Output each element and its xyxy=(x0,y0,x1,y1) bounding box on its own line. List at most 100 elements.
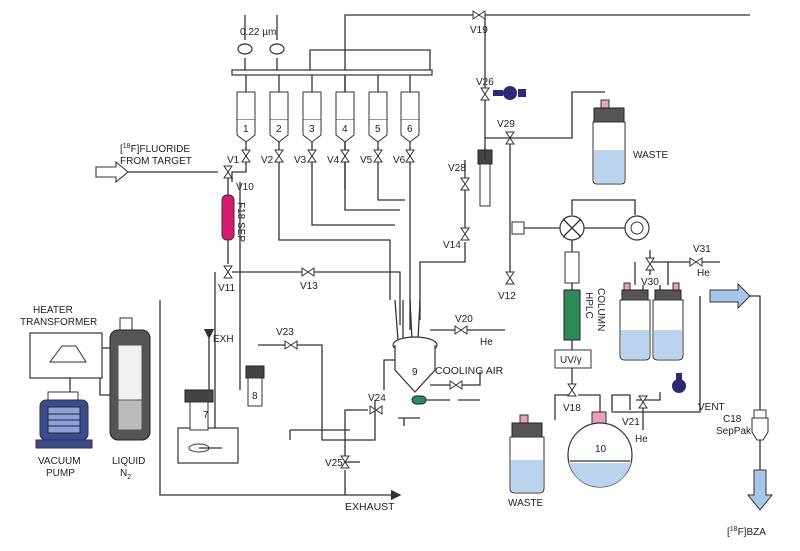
valve-labels: V1 V2 V3 V4 V5 V6 V10 V11 V12 V13 V14 V1… xyxy=(218,25,711,469)
cooling-plug xyxy=(411,395,427,405)
c18-label-a: C18 xyxy=(723,414,742,425)
valve-v21[interactable] xyxy=(638,395,648,409)
vacuum-pump: VACUUM PUMP xyxy=(35,391,93,479)
vacuum-label-b: PUMP xyxy=(46,468,75,479)
valve-v10[interactable] xyxy=(223,165,233,179)
reactor-9: 9 COOLING AIR xyxy=(392,299,504,426)
vessel-6: 6 xyxy=(400,91,420,143)
vessel-3: 3 xyxy=(302,91,322,143)
label-v25: V25 xyxy=(325,458,343,469)
fluoride-label-b: FROM TARGET xyxy=(120,156,192,167)
liquid-n2-dewar: LIQUID N2 xyxy=(109,317,151,481)
solvent-bottles xyxy=(619,282,684,361)
valve-v18[interactable] xyxy=(567,383,577,397)
label-v4: V4 xyxy=(327,155,340,166)
valve-v24[interactable] xyxy=(369,405,383,415)
fluoride-label-a: [18F]FLUORIDE xyxy=(120,143,190,155)
label-v12: V12 xyxy=(498,291,516,302)
valve-v30[interactable] xyxy=(645,257,655,271)
valve-v12[interactable] xyxy=(505,271,515,285)
vessel-2-label: 2 xyxy=(276,124,282,135)
label-v24: V24 xyxy=(368,393,386,404)
valve-v2[interactable] xyxy=(274,149,284,163)
v28-cartridge xyxy=(477,148,493,207)
he-label-v21: He xyxy=(635,434,648,445)
filter-1 xyxy=(237,43,253,55)
vial-8: 8 xyxy=(245,365,265,407)
valve-v3[interactable] xyxy=(307,149,317,163)
valve-v19[interactable] xyxy=(472,10,486,20)
valves xyxy=(223,10,703,469)
exhaust-label: EXHAUST xyxy=(345,501,395,513)
heater-label-a: HEATER xyxy=(33,305,73,316)
label-v19: V19 xyxy=(470,25,488,36)
cooling-air-label: COOLING AIR xyxy=(435,365,504,377)
hplc-label-a: HPLC xyxy=(583,292,594,319)
valve-v23[interactable] xyxy=(284,340,298,350)
vial-7-label: 7 xyxy=(203,410,209,421)
vessel-3-label: 3 xyxy=(309,124,315,135)
label-v3: V3 xyxy=(294,155,307,166)
label-v21: V21 xyxy=(622,417,640,428)
hplc-label-b: COLUMN xyxy=(595,288,606,331)
vial-8-label: 8 xyxy=(252,391,258,402)
label-v26: V26 xyxy=(476,77,494,88)
valve-v13[interactable] xyxy=(301,267,315,277)
he-label-v31: He xyxy=(697,268,710,279)
label-v18: V18 xyxy=(563,403,581,414)
filter-2 xyxy=(269,43,285,55)
filters: 0.22 µm xyxy=(237,27,285,55)
valve-v14[interactable] xyxy=(460,227,470,241)
valve-v26[interactable] xyxy=(480,87,490,101)
valve-v5[interactable] xyxy=(373,149,383,163)
valve-v4[interactable] xyxy=(340,149,350,163)
vent-plug-v21: VENT xyxy=(672,373,725,413)
waste-bottom-label: WASTE xyxy=(508,498,544,509)
valve-v6[interactable] xyxy=(405,149,415,163)
valve-v1[interactable] xyxy=(241,149,251,163)
vessel-4: 4 xyxy=(335,91,355,143)
inlet-arrow xyxy=(95,160,129,184)
uv-label: UV/γ xyxy=(560,355,582,366)
vial-7-block: 7 EXH xyxy=(177,328,239,464)
fluoride-inlet: [18F]FLUORIDE FROM TARGET xyxy=(95,143,192,184)
liquid-label-a: LIQUID xyxy=(112,456,145,467)
valve-cooling[interactable] xyxy=(449,380,463,390)
label-v13: V13 xyxy=(300,281,318,292)
vessel-1-label: 1 xyxy=(243,124,249,135)
label-v20: V20 xyxy=(455,314,473,325)
heater-label-b: TRANSFORMER xyxy=(20,317,97,328)
label-v10: V10 xyxy=(236,182,254,193)
filter-label: 0.22 µm xyxy=(240,27,276,38)
vacuum-label-a: VACUUM xyxy=(38,456,81,467)
label-v23: V23 xyxy=(276,327,294,338)
waste-bottle-top: WASTE xyxy=(592,99,669,185)
label-v1: V1 xyxy=(227,155,240,166)
vessel-5: 5 xyxy=(368,91,388,143)
f18-sep-cartridge: F18 SEP xyxy=(221,194,246,242)
bza-label: [18F]BZA xyxy=(727,526,766,538)
vent-plug-v26 xyxy=(493,86,526,100)
valve-v25[interactable] xyxy=(340,455,350,469)
hplc-column xyxy=(563,289,581,341)
valve-v31[interactable] xyxy=(689,257,703,267)
hplc-system: HPLC COLUMN UV/γ xyxy=(511,215,650,369)
valve-v20[interactable] xyxy=(454,325,468,335)
label-v31: V31 xyxy=(693,244,711,255)
valve-v29[interactable] xyxy=(505,131,515,145)
valve-v28[interactable] xyxy=(460,177,470,191)
label-v6: V6 xyxy=(393,155,406,166)
f18-sep-label: F18 SEP xyxy=(235,202,246,242)
label-v2: V2 xyxy=(261,155,274,166)
manifold-bar xyxy=(231,69,433,76)
heater-transformer: HEATER TRANSFORMER xyxy=(20,305,103,379)
waste-bottle-bottom: WASTE xyxy=(508,414,545,509)
valve-v11[interactable] xyxy=(223,265,233,279)
product-flask-10: 10 xyxy=(567,411,633,488)
he-label-v20: He xyxy=(480,337,493,348)
label-v11: V11 xyxy=(218,283,235,294)
exh-label: EXH xyxy=(213,334,234,345)
reactor-label: 9 xyxy=(412,367,418,378)
